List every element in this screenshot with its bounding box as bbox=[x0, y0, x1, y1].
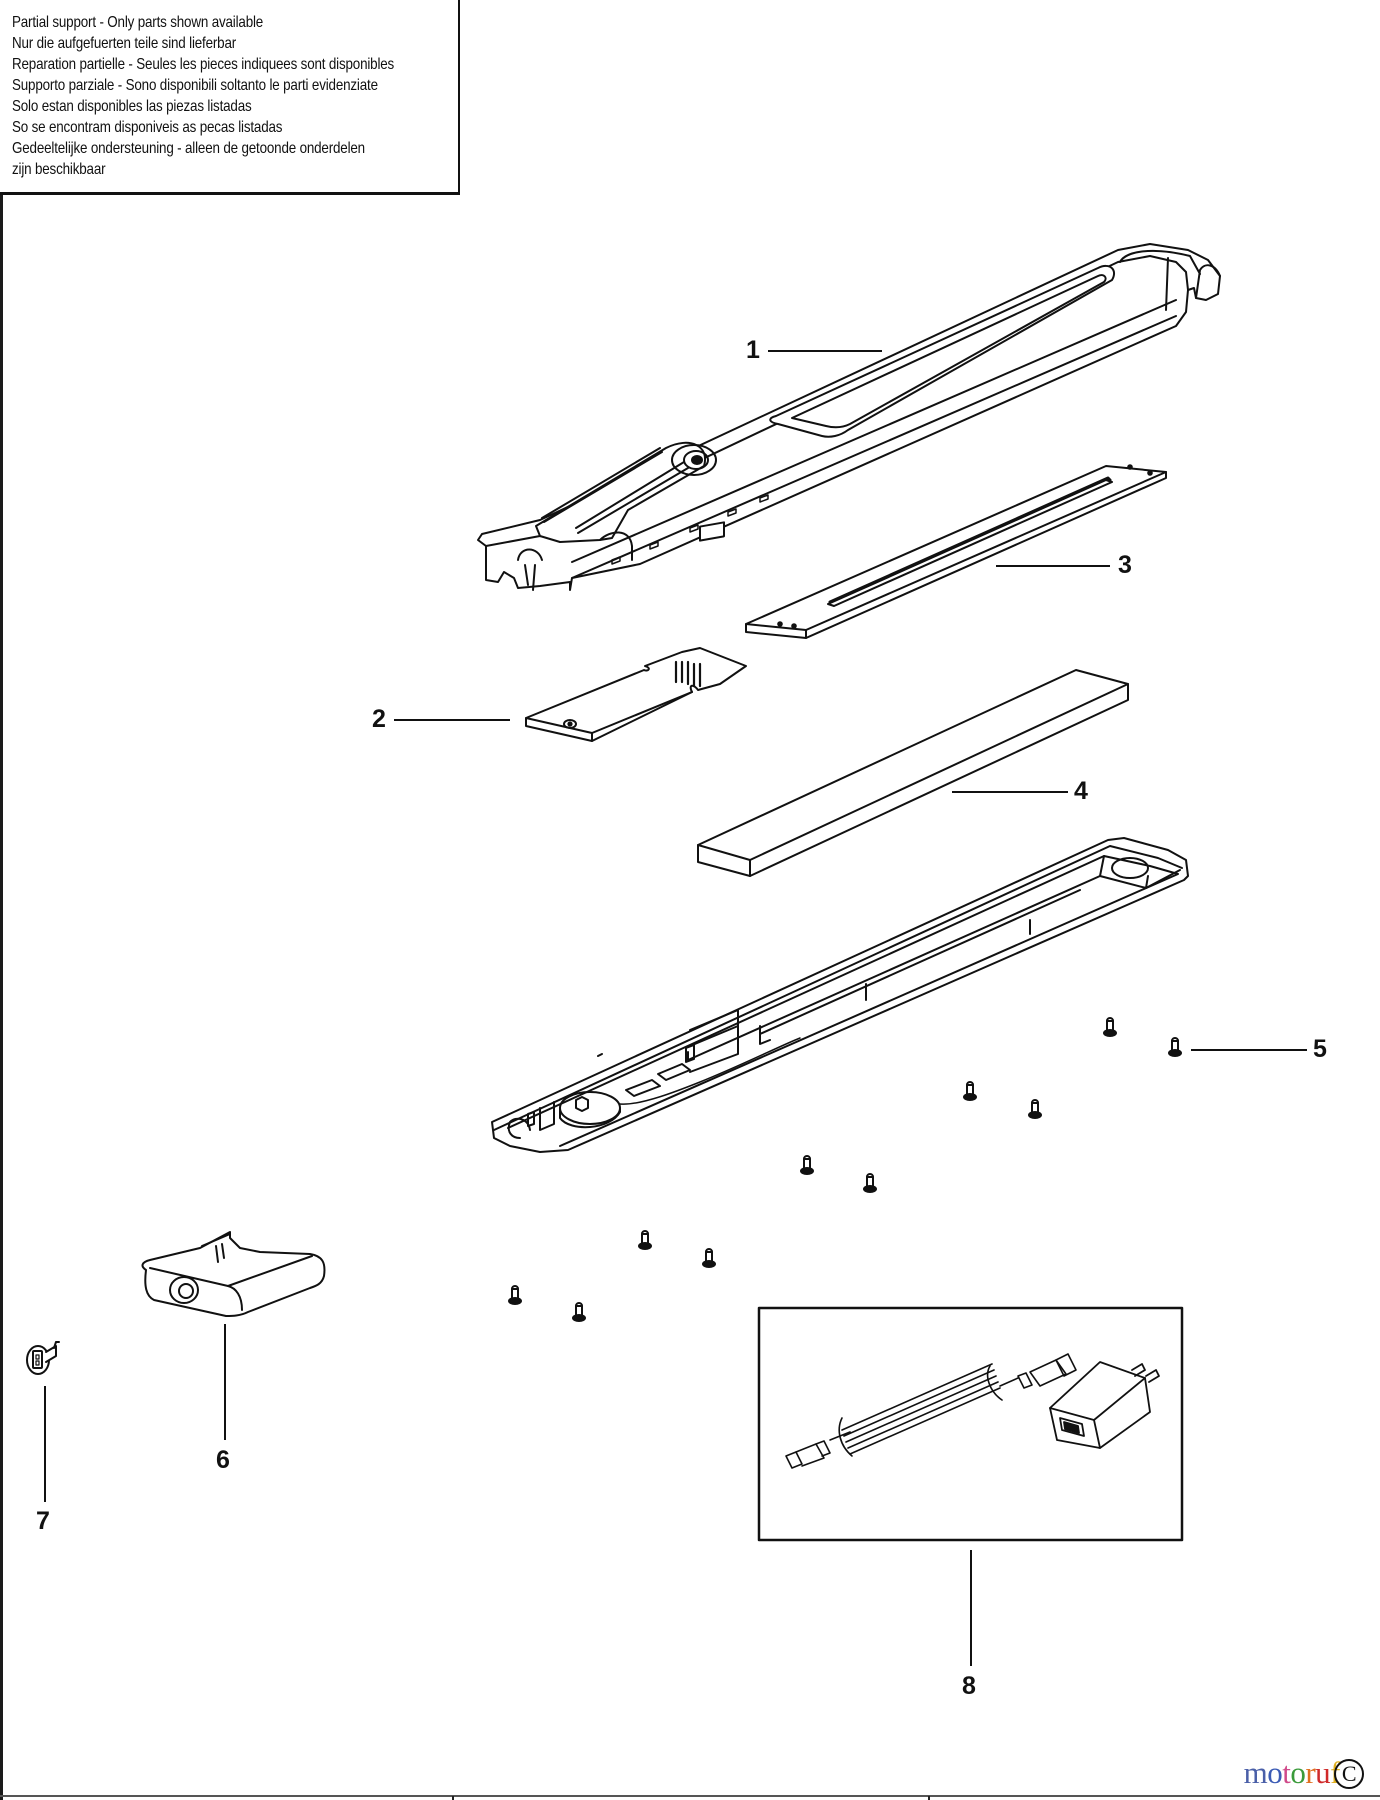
callout-2: 2 bbox=[372, 705, 386, 733]
leader-line-7 bbox=[44, 1386, 46, 1502]
notice-line-nl-cont: zijn beschikbaar bbox=[12, 161, 106, 178]
notice-lines: Partial support - Only parts shown avail… bbox=[12, 12, 456, 180]
part-3-led-plate-icon bbox=[745, 464, 1167, 639]
notice-line-en: Partial support - Only parts shown avail… bbox=[12, 14, 264, 31]
usb-cable-icon bbox=[785, 1353, 1077, 1469]
part-5-screws-icon bbox=[508, 1017, 1182, 1322]
watermark-letter: m bbox=[1243, 1755, 1268, 1790]
notice-line-de: Nur die aufgefuerten teile sind lieferba… bbox=[12, 35, 237, 52]
leader-line-3 bbox=[996, 565, 1110, 567]
notice-line-es: Solo estan disponibles las piezas listad… bbox=[12, 98, 252, 115]
watermark-letter: t bbox=[1282, 1755, 1291, 1790]
leader-line-4 bbox=[952, 791, 1068, 793]
copyright-icon: C bbox=[1334, 1759, 1364, 1789]
callout-6: 6 bbox=[216, 1446, 230, 1474]
bottom-rule bbox=[0, 1795, 1380, 1797]
watermark-letter: u bbox=[1315, 1755, 1331, 1790]
part-7-connector-icon bbox=[26, 1341, 60, 1375]
bottom-tick bbox=[452, 1796, 454, 1800]
wall-charger-icon bbox=[1049, 1361, 1160, 1449]
callout-8: 8 bbox=[962, 1672, 976, 1700]
leader-line-2 bbox=[394, 719, 510, 721]
callout-5: 5 bbox=[1313, 1035, 1327, 1063]
part-8-kit-box bbox=[757, 1306, 1184, 1542]
part-2-circuit-board-icon bbox=[525, 521, 747, 742]
watermark-logo: motorufC bbox=[1244, 1757, 1364, 1789]
part-6-end-cap-icon bbox=[141, 1231, 326, 1317]
callout-7: 7 bbox=[36, 1507, 50, 1535]
part-4-battery-bar-icon bbox=[697, 669, 1129, 877]
callout-3: 3 bbox=[1118, 551, 1132, 579]
leader-line-6 bbox=[224, 1324, 226, 1440]
bottom-tick bbox=[928, 1796, 930, 1800]
leader-line-8 bbox=[970, 1550, 972, 1666]
watermark-letter: r bbox=[1305, 1755, 1316, 1790]
callout-1: 1 bbox=[746, 336, 760, 364]
watermark-letter: o bbox=[1267, 1755, 1283, 1790]
base-housing-icon bbox=[491, 837, 1189, 1153]
notice-line-fr: Reparation partielle - Seules les pieces… bbox=[12, 56, 395, 73]
notice-line-nl: Gedeeltelijke ondersteuning - alleen de … bbox=[12, 140, 365, 157]
part-1-top-housing-icon bbox=[477, 243, 1221, 591]
availability-notice-box: Partial support - Only parts shown avail… bbox=[0, 0, 460, 195]
watermark-letter: o bbox=[1290, 1755, 1306, 1790]
leader-line-5 bbox=[1191, 1049, 1307, 1051]
leader-line-1 bbox=[768, 350, 882, 352]
notice-line-pt: So se encontram disponiveis as pecas lis… bbox=[12, 119, 283, 136]
notice-line-it: Supporto parziale - Sono disponibili sol… bbox=[12, 77, 378, 94]
page-border-left bbox=[0, 0, 3, 1800]
callout-4: 4 bbox=[1074, 777, 1088, 805]
